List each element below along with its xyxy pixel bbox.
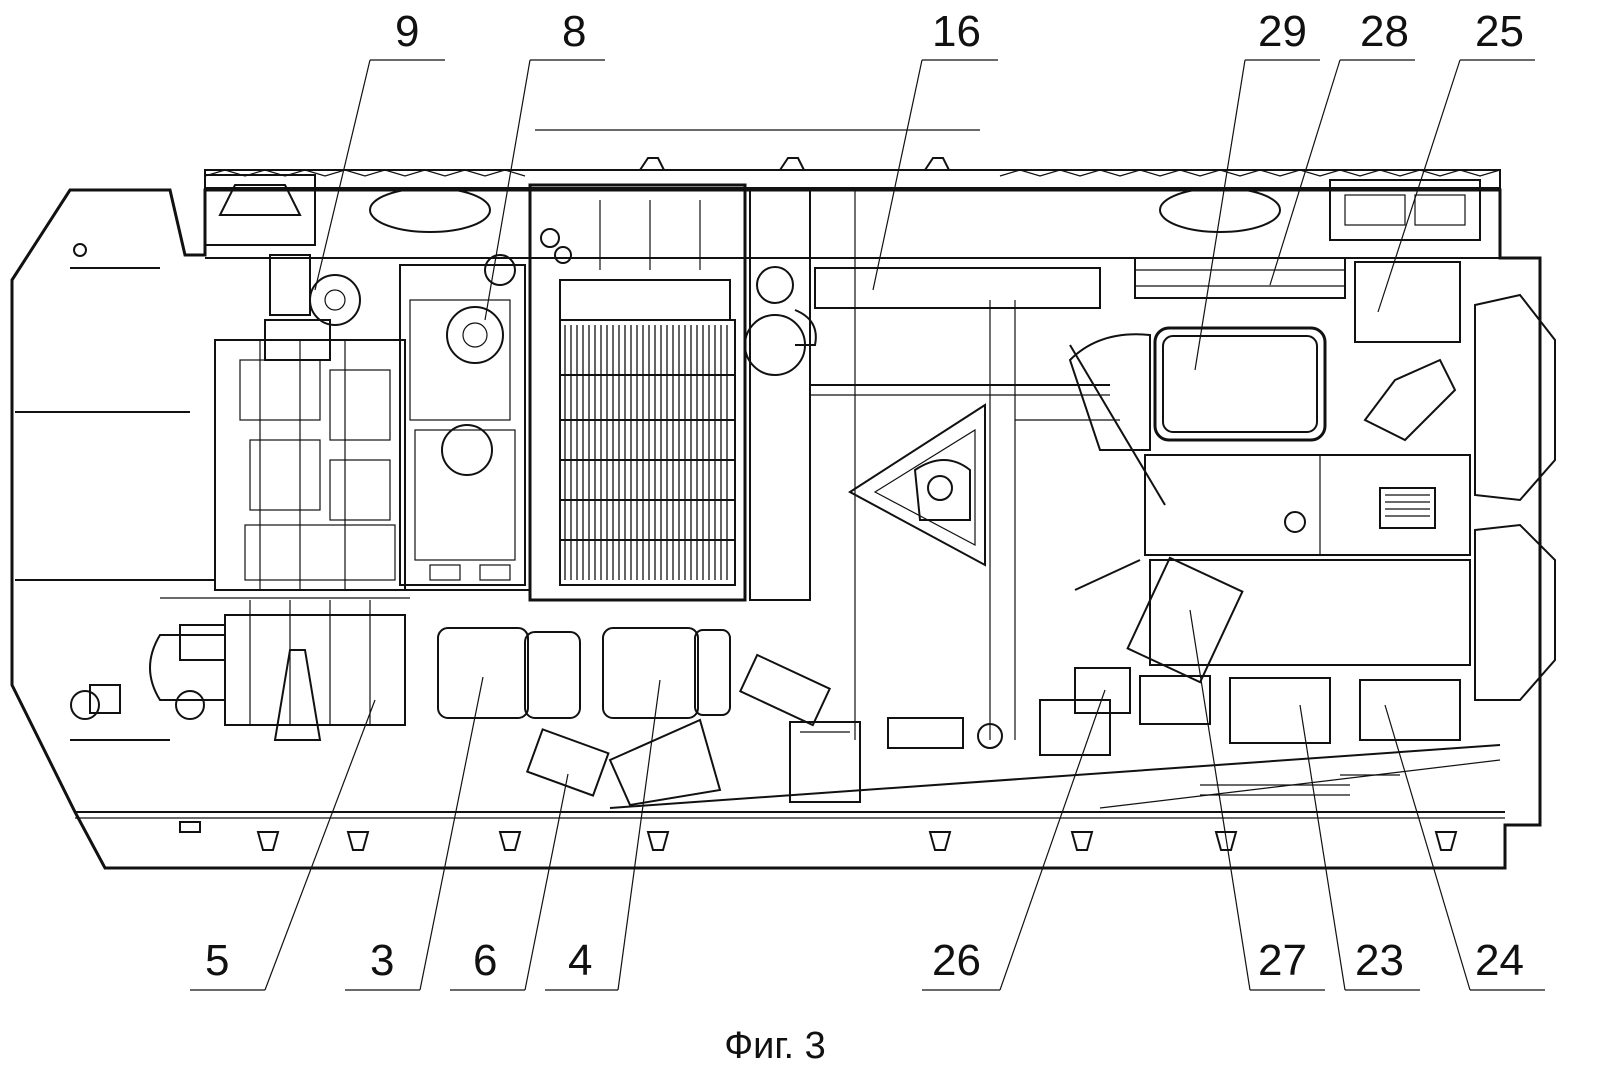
- callout-16: 16: [932, 7, 981, 56]
- callout-24: 24: [1475, 936, 1524, 985]
- track-bottom: [179, 821, 1458, 851]
- callout-26: 26: [932, 936, 981, 985]
- central-compartment: [744, 189, 1120, 740]
- callout-23: 23: [1355, 936, 1404, 985]
- leader-lines-bottom: [190, 609, 1545, 991]
- callout-5: 5: [205, 936, 229, 985]
- callout-8: 8: [562, 7, 586, 56]
- radiator-unit: [528, 183, 747, 602]
- track-top: [204, 157, 1501, 246]
- callout-9: 9: [395, 7, 419, 56]
- callout-4: 4: [568, 936, 592, 985]
- engine-assembly: [70, 243, 530, 741]
- leader-lines-top: [314, 59, 1535, 371]
- callout-28: 28: [1360, 7, 1409, 56]
- callout-29: 29: [1258, 7, 1307, 56]
- callout-3: 3: [370, 936, 394, 985]
- callout-6: 6: [473, 936, 497, 985]
- right-compartment: [1039, 257, 1556, 756]
- callout-25: 25: [1475, 7, 1524, 56]
- figure-caption: Фиг. 3: [724, 1025, 826, 1067]
- hull-outline: [10, 129, 1542, 870]
- radiator-fins: [564, 325, 728, 580]
- lower-tanks: [437, 627, 1501, 809]
- callout-27: 27: [1258, 936, 1307, 985]
